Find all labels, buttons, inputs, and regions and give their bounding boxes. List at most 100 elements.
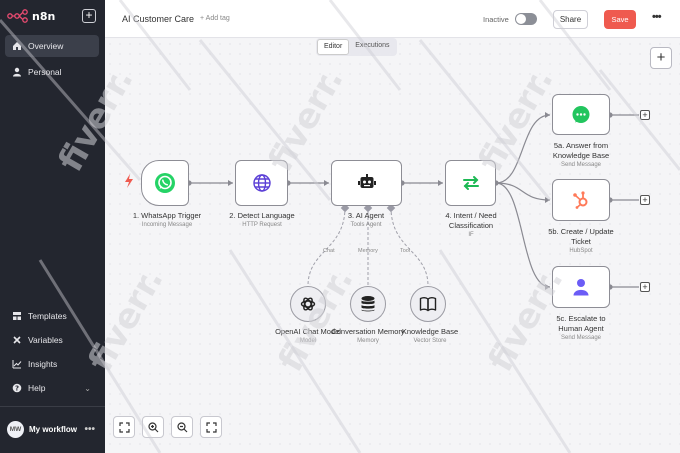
node-subtitle: Send Message <box>560 335 602 341</box>
tab-editor[interactable]: Editor <box>317 39 350 55</box>
user-name: My workflow <box>29 425 78 434</box>
node-detect-language[interactable] <box>235 160 288 206</box>
n8n-logo[interactable]: n8n <box>7 9 55 23</box>
active-toggle[interactable] <box>515 13 537 25</box>
save-button[interactable]: Save <box>604 10 636 29</box>
node-intent-classification[interactable] <box>445 160 496 206</box>
node-title: 2. Detect Language <box>229 211 295 220</box>
robot-icon <box>357 174 376 188</box>
sidebar-item-label: Overview <box>28 41 64 51</box>
sidebar-item-label: Personal <box>28 67 62 77</box>
openai-icon <box>300 297 316 311</box>
node-openai-chat-model[interactable] <box>290 286 326 322</box>
user-menu[interactable]: MW My workflow ••• <box>7 421 99 438</box>
node-title-line2: Knowledge Base <box>552 151 610 160</box>
node-title: 1. WhatsApp Trigger <box>132 211 202 220</box>
zoom-in-icon <box>147 421 158 432</box>
sidebar-item-label: Templates <box>28 311 67 321</box>
add-node-button[interactable]: + <box>650 47 672 69</box>
add-next-node-button[interactable]: + <box>640 195 650 205</box>
database-icon <box>361 296 375 312</box>
sidebar-item-overview[interactable]: Overview <box>5 35 99 57</box>
toggle-knob <box>516 14 526 24</box>
switch-arrows-icon <box>462 176 479 190</box>
reset-zoom-button[interactable] <box>200 416 222 438</box>
person-icon <box>573 279 589 296</box>
sidebar-item-variables[interactable]: Variables <box>5 329 99 351</box>
node-subtitle: Tools Agent <box>350 222 382 228</box>
node-title-line1: 4. Intent / Need <box>445 211 497 220</box>
fit-view-icon <box>118 421 130 433</box>
user-more-icon[interactable]: ••• <box>84 424 95 435</box>
zoom-to-fit-button[interactable] <box>113 416 135 438</box>
sidebar: n8n + Overview Personal Templates Variab… <box>0 0 105 453</box>
sidebar-item-label: Insights <box>28 359 58 369</box>
node-subtitle: IF <box>468 232 474 238</box>
node-subtitle: Incoming Message <box>141 222 193 228</box>
zoom-out-icon <box>176 421 187 432</box>
expand-icon <box>205 421 217 433</box>
sidebar-item-insights[interactable]: Insights <box>5 353 99 375</box>
active-status-label: Inactive <box>483 15 509 24</box>
svg-text:?: ? <box>15 385 19 393</box>
add-tag-link[interactable]: + Add tag <box>200 15 230 22</box>
zoom-in-button[interactable] <box>142 416 164 438</box>
globe-icon <box>252 174 271 192</box>
chevron-down-icon: ⌄ <box>84 383 91 393</box>
variables-icon <box>12 335 22 345</box>
n8n-logo-icon <box>7 9 28 23</box>
create-new-button[interactable]: + <box>82 9 96 23</box>
node-title-line2: Human Agent <box>558 324 604 333</box>
node-ai-agent[interactable] <box>331 160 402 206</box>
tab-executions[interactable]: Executions <box>355 42 390 49</box>
node-subtitle: HubSpot <box>569 248 593 254</box>
share-button[interactable]: Share <box>553 10 588 29</box>
node-title: 3. AI Agent <box>347 211 385 220</box>
help-icon: ? <box>12 383 22 393</box>
node-answer-from-kb[interactable] <box>552 94 610 135</box>
trigger-bolt-icon <box>125 174 133 188</box>
sidebar-item-label: Help <box>28 383 46 393</box>
connection-label-chat: Chat <box>323 248 335 254</box>
node-subtitle: Model <box>299 338 317 344</box>
sidebar-item-help[interactable]: ? Help ⌄ <box>5 377 99 399</box>
sidebar-item-personal[interactable]: Personal <box>5 61 99 83</box>
add-next-node-button[interactable]: + <box>640 282 650 292</box>
zoom-out-button[interactable] <box>171 416 193 438</box>
node-conversation-memory[interactable] <box>350 286 386 322</box>
node-escalate-to-human[interactable] <box>552 266 610 308</box>
connection-label-tool: Tool <box>400 248 411 254</box>
add-next-node-button[interactable]: + <box>640 110 650 120</box>
node-title: OpenAI Chat Model <box>275 327 341 336</box>
sidebar-item-label: Variables <box>28 335 63 345</box>
node-title-line1: 5c. Escalate to <box>556 314 606 323</box>
avatar: MW <box>7 421 24 438</box>
more-options-icon[interactable]: ••• <box>652 11 662 23</box>
node-subtitle: Send Message <box>560 162 602 168</box>
node-title-line2: Ticket <box>571 237 591 246</box>
hubspot-icon <box>573 191 588 209</box>
user-icon <box>12 67 22 77</box>
node-title: Conversation Memory <box>331 327 405 336</box>
node-knowledge-base[interactable] <box>410 286 446 322</box>
node-subtitle: Vector Store <box>413 338 447 344</box>
node-whatsapp-trigger[interactable] <box>141 160 189 206</box>
sidebar-divider <box>0 406 105 407</box>
node-title-line2: Classification <box>448 221 494 230</box>
node-title-line1: 5a. Answer from <box>553 141 609 150</box>
workflow-title[interactable]: AI Customer Care <box>122 14 195 24</box>
logo-text: n8n <box>32 9 56 23</box>
connection-label-memory: Memory <box>358 248 378 254</box>
whatsapp-icon <box>155 173 175 193</box>
view-tabs: Editor Executions <box>316 38 397 56</box>
insights-icon <box>12 359 22 369</box>
workflow-header: AI Customer Care + Add tag Inactive Shar… <box>105 0 680 38</box>
sidebar-item-templates[interactable]: Templates <box>5 305 99 327</box>
home-icon <box>12 41 22 51</box>
node-create-update-ticket[interactable] <box>552 179 610 221</box>
chat-bubble-icon <box>572 105 590 123</box>
node-subtitle: Memory <box>357 338 379 344</box>
node-title: Knowledge Base <box>401 327 459 336</box>
node-subtitle: HTTP Request <box>242 222 282 228</box>
node-title-line1: 5b. Create / Update <box>548 227 614 236</box>
